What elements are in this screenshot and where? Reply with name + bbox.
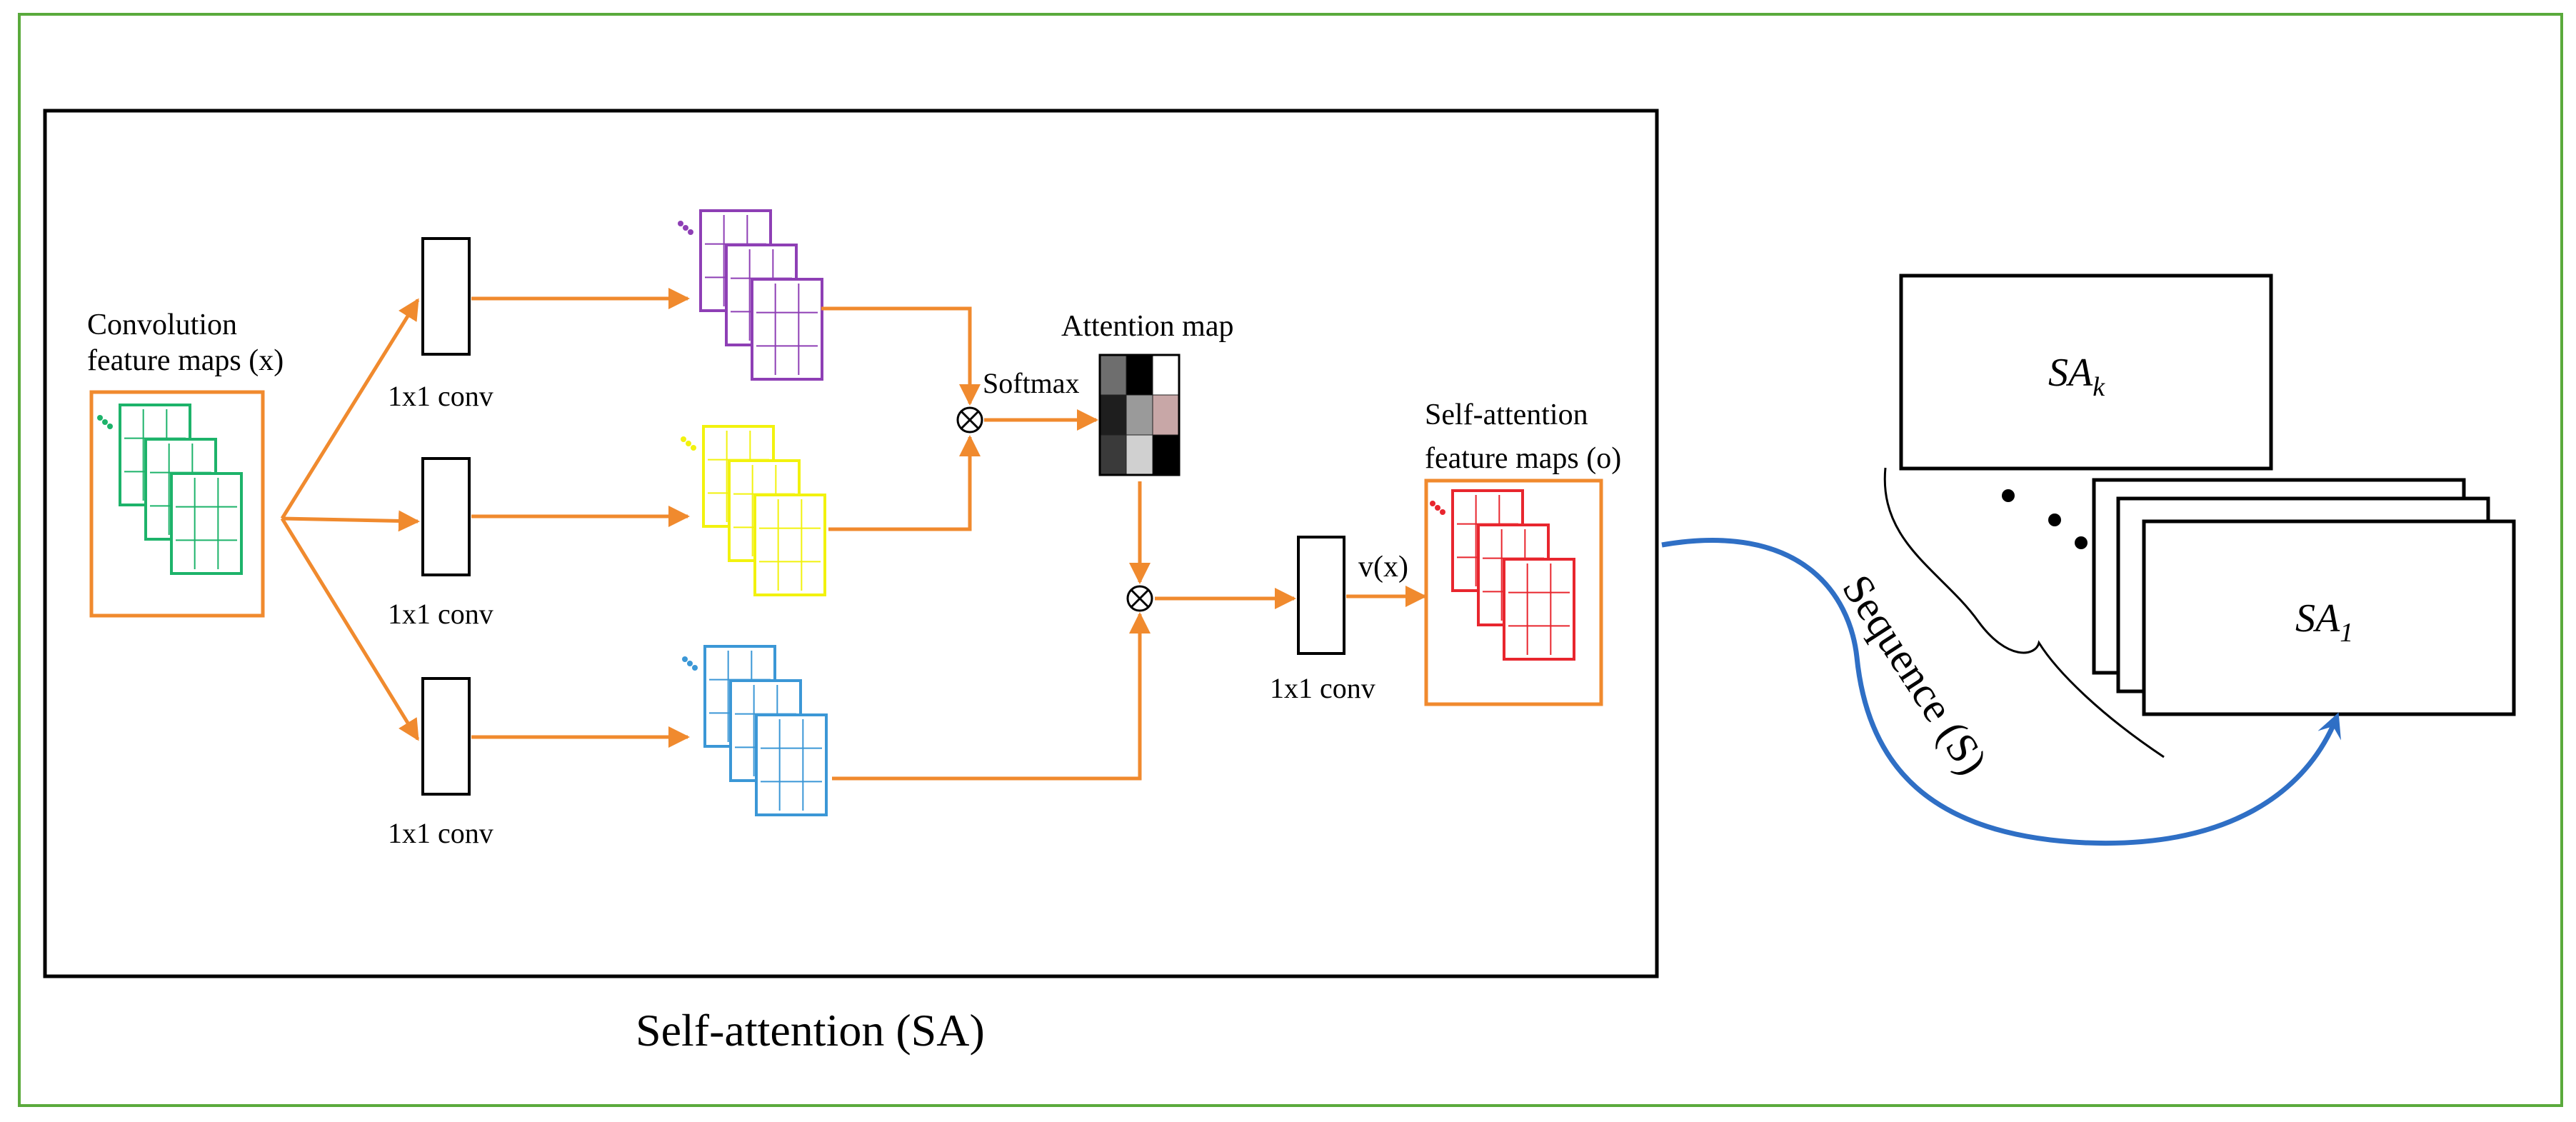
conv-box-out: [1297, 536, 1345, 655]
attention-map-label: Attention map: [1061, 310, 1233, 343]
sheet-dot: [683, 225, 688, 231]
value-feature-maps: [682, 645, 828, 816]
input-label-line1: Convolution: [87, 309, 237, 341]
attention-cell: [1126, 434, 1153, 476]
conv-box-mid: [421, 457, 471, 576]
output-feature-maps: [1430, 489, 1575, 661]
sa-k-sub: k: [2093, 372, 2105, 402]
sa-1-base: SA: [2295, 596, 2340, 641]
connector-value-to-mult2: [832, 612, 1151, 781]
outer-frame: [18, 13, 2563, 1107]
sa-k-label: SAk: [2048, 351, 2105, 402]
attention-cell: [1152, 394, 1180, 436]
multiply-node-1: [956, 406, 983, 434]
connector-key-to-mult: [828, 435, 981, 531]
attention-cell: [1099, 354, 1127, 396]
sa-1-box: [2142, 519, 2516, 716]
attention-map-grid: [1098, 354, 1181, 476]
attention-cell: [1126, 354, 1153, 396]
arrow-input-to-conv-mid: [281, 510, 420, 532]
sheet-dot: [692, 665, 698, 671]
output-label-line2: feature maps (o): [1425, 442, 1621, 475]
sheet-dot: [681, 436, 686, 442]
feature-sheet: [170, 472, 243, 575]
conv-label-top: 1x1 conv: [388, 380, 493, 412]
attention-cell: [1099, 394, 1127, 436]
input-label-line2: feature maps (x): [87, 344, 284, 377]
sa-block: [43, 109, 1659, 978]
attention-cell: [1152, 354, 1180, 396]
vx-label: v(x): [1358, 551, 1408, 583]
sa-1-label: SA1: [2295, 596, 2353, 648]
arrow-input-to-conv-top: [280, 298, 420, 520]
multiply-node-2: [1126, 585, 1153, 612]
arrow-input-to-conv-bot: [280, 517, 420, 741]
output-label-line1: Self-attention: [1425, 399, 1588, 431]
attention-cell: [1152, 434, 1180, 476]
sa-caption: Self-attention (SA): [636, 1005, 985, 1056]
feature-sheet: [1503, 558, 1575, 661]
sheet-dot: [102, 419, 108, 425]
conv-label-mid: 1x1 conv: [388, 598, 493, 630]
sheet-dot: [1430, 501, 1435, 506]
sa-1-sub: 1: [2340, 618, 2353, 648]
connector-query-to-mult: [821, 306, 981, 406]
input-feature-maps: [97, 404, 243, 575]
sheet-dot: [1435, 505, 1440, 511]
sa-k-box: [1899, 274, 2273, 471]
attention-map-border: [1098, 354, 1181, 476]
query-feature-maps: [678, 209, 823, 381]
conv-label-bot: 1x1 conv: [388, 817, 493, 849]
conv-box-bot: [421, 677, 471, 796]
attention-cell: [1099, 434, 1127, 476]
sequence-arrow: [1661, 538, 2341, 846]
flow-arrows: [280, 288, 1427, 781]
sheet-dot: [107, 424, 113, 429]
sheet-dot: [687, 661, 693, 666]
input-maps-box: [89, 390, 265, 618]
attention-cell: [1126, 394, 1153, 436]
sheet-dot: [1440, 509, 1445, 515]
feature-sheet: [755, 713, 828, 816]
key-feature-maps: [681, 425, 826, 596]
sheet-dot: [682, 656, 688, 662]
sheet-dot: [97, 415, 103, 421]
feature-sheet: [753, 494, 826, 596]
sheet-dot: [688, 229, 693, 235]
sheet-dot: [686, 441, 691, 446]
sheet-dot: [678, 221, 683, 226]
softmax-label: Softmax: [983, 367, 1080, 399]
conv-box-top: [421, 237, 471, 356]
sheet-dot: [691, 445, 696, 451]
conv-label-out: 1x1 conv: [1270, 672, 1375, 704]
feature-sheet: [751, 278, 823, 381]
ellipsis-dots: [2002, 489, 2088, 549]
sa-k-base: SA: [2048, 351, 2093, 395]
sequence-brace: [1883, 467, 2165, 758]
